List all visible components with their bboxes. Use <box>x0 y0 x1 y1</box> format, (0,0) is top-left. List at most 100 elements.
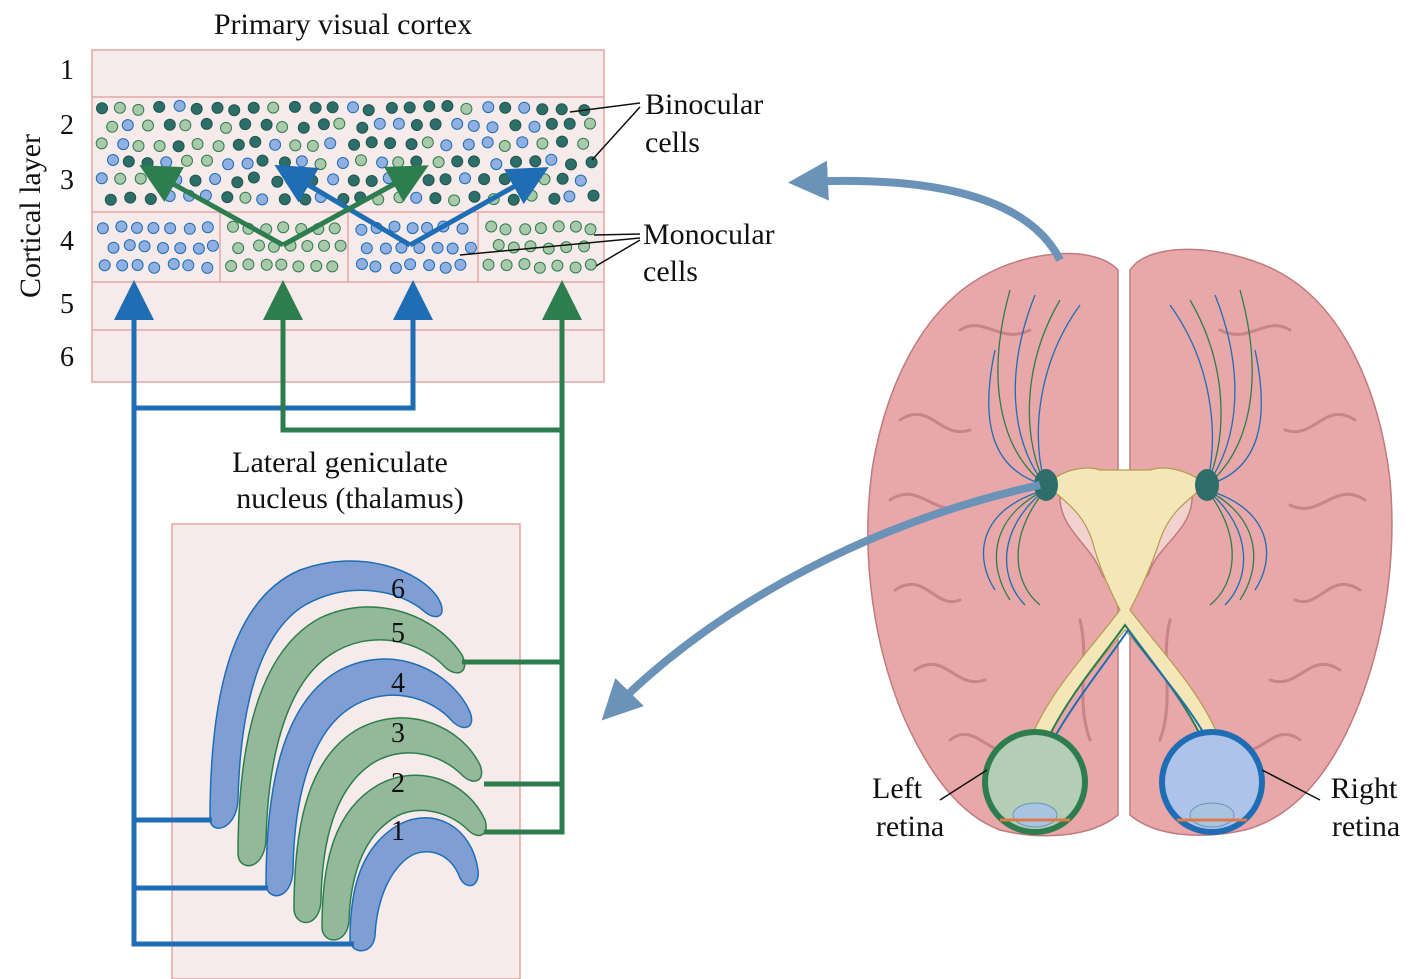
cell-dot <box>500 102 511 113</box>
cell-dot <box>508 194 519 205</box>
cell-dot <box>96 173 107 184</box>
cell-dot <box>250 136 261 147</box>
cell-dot <box>212 102 223 113</box>
cell-dot <box>499 141 510 152</box>
cortex-layer-2: 2 <box>60 110 74 141</box>
cell-dot <box>226 261 237 272</box>
cell-dot <box>302 241 313 252</box>
cell-dot <box>546 118 557 129</box>
binocular-label-line1: Binocular <box>645 88 763 121</box>
cell-dot <box>463 139 474 150</box>
cell-dot <box>530 156 541 167</box>
monocular-leader-1 <box>594 234 640 235</box>
cell-dot <box>132 260 143 271</box>
lgn-layer-5-number: 5 <box>391 618 405 649</box>
cell-dot <box>142 158 153 169</box>
cell-dot <box>356 259 367 270</box>
cell-dot <box>483 102 494 113</box>
cell-dot <box>202 155 213 166</box>
cell-dot <box>221 122 232 133</box>
cell-dot <box>143 120 154 131</box>
cell-dot <box>407 223 418 234</box>
cell-dot <box>517 137 528 148</box>
cell-dot <box>192 139 203 150</box>
cell-dot <box>318 119 329 130</box>
cell-dot <box>561 242 572 253</box>
cell-dot <box>182 155 193 166</box>
cell-dot <box>118 139 129 150</box>
cell-dot <box>190 175 201 186</box>
cell-dot <box>525 241 536 252</box>
cell-dot <box>430 193 441 204</box>
cell-dot <box>455 259 466 270</box>
cell-dot <box>570 221 581 232</box>
cell-dot <box>97 223 108 234</box>
cell-dot <box>115 173 126 184</box>
cell-dot <box>430 119 441 130</box>
cell-dot <box>174 100 185 111</box>
cell-dot <box>257 194 268 205</box>
cell-dot <box>406 139 417 150</box>
cell-dot <box>122 120 133 131</box>
cell-dot <box>290 140 301 151</box>
cell-dot <box>482 137 493 148</box>
cell-dot <box>570 262 581 273</box>
cell-dot <box>557 173 568 184</box>
cell-dot <box>468 120 479 131</box>
cell-dot <box>173 141 184 152</box>
cell-dot <box>377 157 388 168</box>
cell-dot <box>334 118 345 129</box>
cell-dot <box>233 243 244 254</box>
cell-dot <box>148 223 159 234</box>
cell-dot <box>366 137 377 148</box>
cell-dot <box>276 259 287 270</box>
cell-dot <box>363 105 374 116</box>
cell-dot <box>411 192 422 203</box>
right-lgn-nucleus <box>1195 469 1219 501</box>
cell-dot <box>424 101 435 112</box>
cell-dot <box>315 159 326 170</box>
cell-dot <box>386 102 397 113</box>
cell-dot <box>348 102 359 113</box>
cell-dot <box>277 122 288 133</box>
brain-illustration <box>868 249 1392 835</box>
cell-dot <box>180 120 191 131</box>
cell-dot <box>483 259 494 270</box>
cell-dot <box>385 138 396 149</box>
monocular-label-line1: Monocular <box>643 218 775 251</box>
cell-dot <box>586 157 597 168</box>
cortex-layer-1: 1 <box>60 55 74 86</box>
cell-dot <box>124 240 135 251</box>
cell-dot <box>404 102 415 113</box>
cell-dot <box>508 242 519 253</box>
cell-dot <box>499 174 510 185</box>
cortex-panel <box>92 50 604 382</box>
cell-dot <box>479 174 490 185</box>
cell-dot <box>191 103 202 114</box>
cell-dot <box>348 175 359 186</box>
cell-dot <box>300 194 311 205</box>
cell-dot <box>132 222 143 233</box>
cell-dot <box>422 137 433 148</box>
cell-dot <box>432 242 443 253</box>
cell-dot <box>223 159 234 170</box>
left-retina-label-line1: Left <box>872 772 923 805</box>
cell-dot <box>133 104 144 115</box>
cell-dot <box>539 174 550 185</box>
cell-dot <box>210 174 221 185</box>
cell-dot <box>452 118 463 129</box>
cell-dot <box>556 104 567 115</box>
right-retina-label-line1: Right <box>1331 772 1398 805</box>
monocular-label-line2: cells <box>643 255 698 288</box>
cell-dot <box>240 119 251 130</box>
cell-dot <box>519 102 530 113</box>
cell-dot <box>526 190 537 201</box>
cell-dot <box>491 159 502 170</box>
cell-dot <box>164 119 175 130</box>
cell-dot <box>537 104 548 115</box>
cell-dot <box>553 221 564 232</box>
cell-dot <box>411 120 422 131</box>
cell-dot <box>564 118 575 129</box>
cell-dot <box>257 155 268 166</box>
cell-dot <box>114 102 125 113</box>
